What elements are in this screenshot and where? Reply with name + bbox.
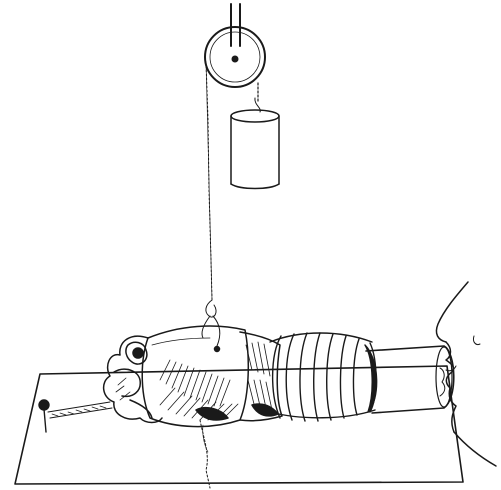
hanging-weight <box>231 83 279 189</box>
larynx <box>104 326 282 427</box>
pulley <box>205 4 265 87</box>
thread <box>200 62 220 488</box>
pin <box>39 400 112 432</box>
tube <box>366 346 454 413</box>
face-profile <box>436 282 496 466</box>
trachea <box>270 333 377 421</box>
board <box>15 366 463 484</box>
